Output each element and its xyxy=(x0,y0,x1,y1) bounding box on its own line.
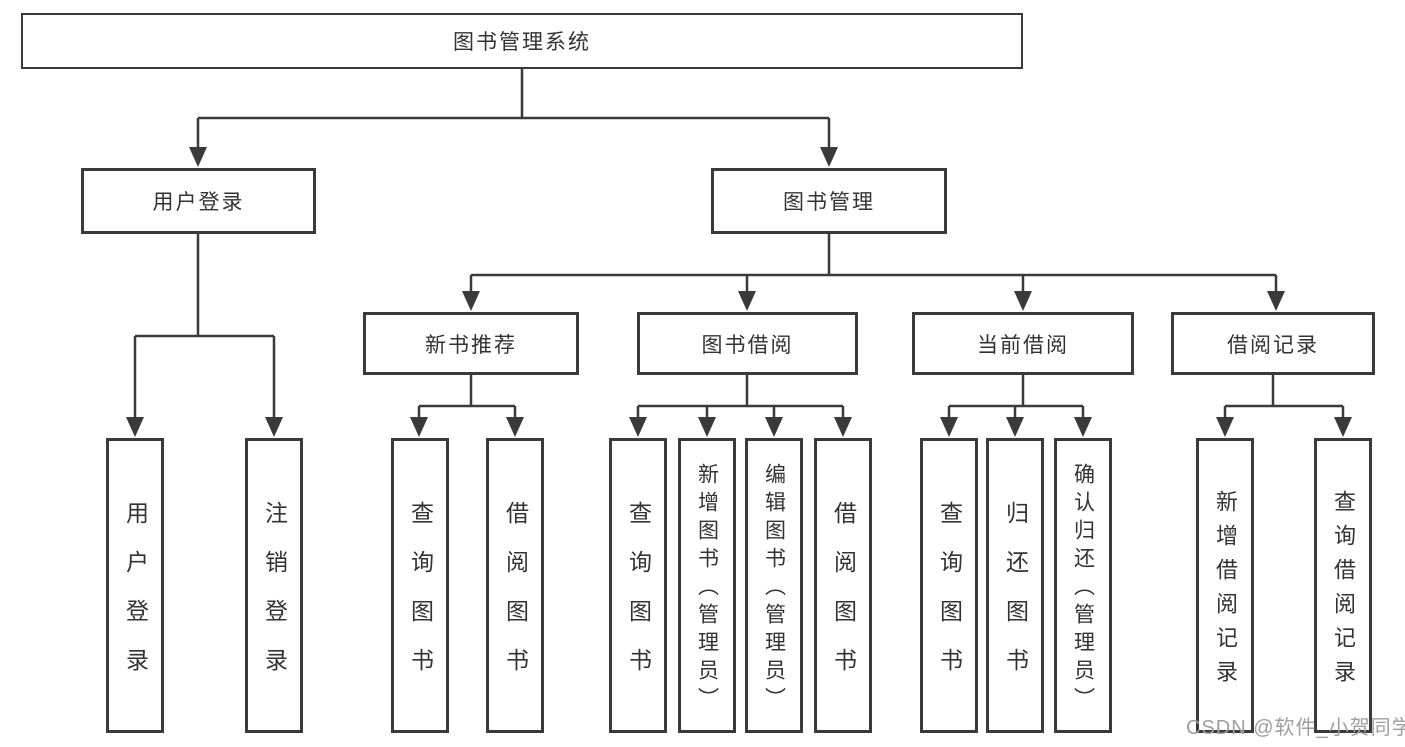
leaf-borrow-books: 借阅图书 xyxy=(814,438,872,733)
node-book-borrow: 图书借阅 xyxy=(637,312,858,375)
node-user-login: 用户登录 xyxy=(81,168,316,234)
csdn-watermark: CSDN @软件_小贺同学 xyxy=(1186,717,1405,739)
leaf-query-books-borrow: 查询图书 xyxy=(609,438,667,733)
leaf-confirm-return-admin: 确认归还（管理员） xyxy=(1054,438,1112,733)
leaf-add-borrow-record: 新增借阅记录 xyxy=(1196,438,1254,733)
node-library-management-system: 图书管理系统 xyxy=(21,13,1023,69)
leaf-add-book-admin: 新增图书（管理员） xyxy=(678,438,736,733)
leaf-borrow-books-recommend: 借阅图书 xyxy=(486,438,544,733)
leaf-return-books: 归还图书 xyxy=(986,438,1044,733)
leaf-query-borrow-record: 查询借阅记录 xyxy=(1314,438,1372,733)
node-book-management: 图书管理 xyxy=(711,168,947,234)
leaf-query-books-recommend: 查询图书 xyxy=(391,438,449,733)
node-current-borrow: 当前借阅 xyxy=(912,312,1134,375)
leaf-logout: 注销登录 xyxy=(245,438,303,733)
node-borrow-records: 借阅记录 xyxy=(1171,312,1375,375)
leaf-query-books-current: 查询图书 xyxy=(920,438,978,733)
node-new-book-recommend: 新书推荐 xyxy=(363,312,579,375)
leaf-edit-book-admin: 编辑图书（管理员） xyxy=(745,438,803,733)
leaf-user-login: 用户登录 xyxy=(106,438,164,733)
